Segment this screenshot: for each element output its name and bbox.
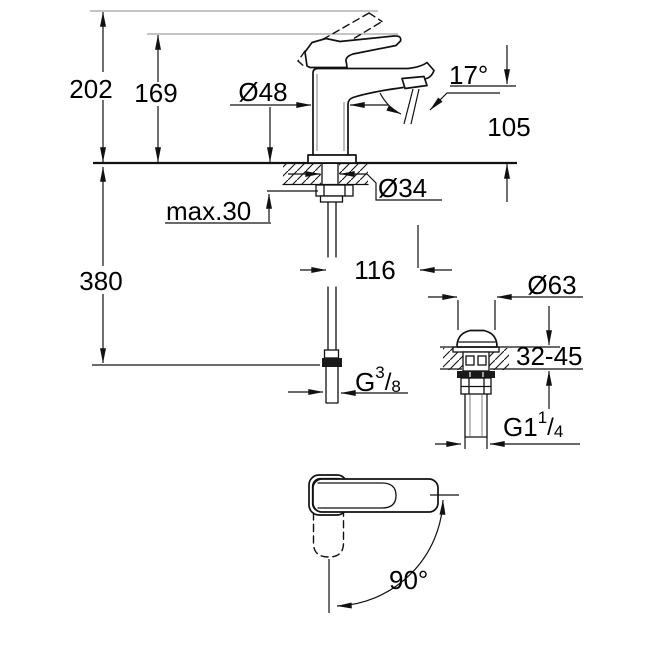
label-handle-rotation: 90° <box>389 565 428 595</box>
drain-nut-facets <box>460 377 492 395</box>
rotation-arc <box>336 499 446 609</box>
dim-17-leader <box>429 92 500 111</box>
supply-thread-slash: / <box>385 369 392 396</box>
drain-washer-slits <box>469 372 484 377</box>
mounting-nut-facets <box>323 184 346 197</box>
faucet-body-outline <box>312 61 435 156</box>
handle-lever-top <box>312 478 439 513</box>
overflow-window-right <box>477 355 487 366</box>
supply-thread-prefix: G <box>355 367 375 397</box>
shank-gap <box>321 164 339 184</box>
supply-thread-sub: 8 <box>391 377 400 396</box>
stream-angle-lines <box>403 88 420 125</box>
drain-surface-ref-lines <box>440 346 583 370</box>
label-max-deck-thickness: max.30 <box>166 196 251 226</box>
nut-step <box>319 195 344 203</box>
dim-34-leader <box>366 173 442 201</box>
mounting-nut <box>315 184 354 197</box>
label-waste-flange-diameter: Ø63 <box>527 270 576 300</box>
waste-thread-sup: 1 <box>538 408 547 427</box>
overflow-window-left <box>465 355 475 366</box>
dim-17-arc-arrow <box>379 92 402 115</box>
drain-detail <box>440 300 583 449</box>
label-outlet-height: 105 <box>487 112 530 142</box>
label-hose-length: 380 <box>79 266 122 296</box>
hose-collar <box>323 349 340 359</box>
label-supply-thread: G3/8 <box>355 363 401 397</box>
label-spout-reach: 116 <box>354 255 395 285</box>
supply-hose <box>327 201 337 351</box>
label-waste-deck-range: 32-45 <box>516 341 583 371</box>
label-waste-thread: G11/4 <box>503 408 563 442</box>
handle-lever <box>304 35 402 69</box>
waste-thread-prefix: G1 <box>503 412 538 442</box>
hose-thread-tail <box>325 366 339 404</box>
drain-washer <box>457 371 495 378</box>
base-plate <box>307 154 357 164</box>
body-highlight-lines <box>316 74 345 151</box>
drain-cap-dome <box>456 329 498 348</box>
drain-thread-tube <box>464 393 488 438</box>
label-total-height: 202 <box>69 74 112 104</box>
handle-top-view <box>308 474 459 613</box>
dimension-lines <box>100 11 583 447</box>
drain-tube-highlights <box>469 395 483 436</box>
hose-nut <box>322 358 342 367</box>
label-body-diameter: Ø48 <box>238 77 287 107</box>
shank <box>321 162 339 186</box>
handle-rotated-dashed <box>312 512 345 558</box>
aerator <box>401 75 428 90</box>
under-counter-parts <box>315 162 354 404</box>
waste-thread-sub: 4 <box>554 422 563 441</box>
supply-thread-sup: 3 <box>375 363 384 382</box>
label-spout-angle: 17° <box>449 60 488 90</box>
waste-thread-slash: / <box>547 414 554 441</box>
faucet-side-view <box>297 12 435 164</box>
label-body-height: 169 <box>134 78 177 108</box>
drain-extension-lines <box>457 300 496 330</box>
reference-lines <box>90 10 517 366</box>
label-hole-diameter: Ø34 <box>378 173 427 203</box>
dimension-labels: 202 169 Ø48 17° 105 max.30 Ø34 380 116 Ø… <box>69 60 582 595</box>
drain-thread-extension-lines <box>464 437 488 449</box>
